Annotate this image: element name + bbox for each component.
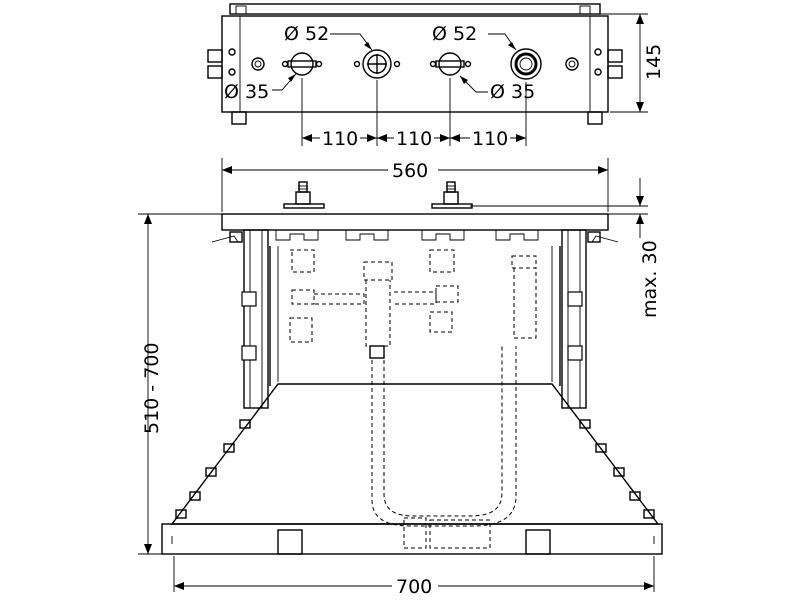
valve-35-right xyxy=(429,52,472,76)
base-rail xyxy=(161,523,663,555)
dia52-right-label: Ø 52 xyxy=(432,23,477,45)
dia35-right-label: Ø 35 xyxy=(490,81,535,103)
dia35-left-label: Ø 35 xyxy=(224,81,269,103)
hidden-plumbing xyxy=(289,249,537,549)
front-view: 560 max. 30 xyxy=(138,158,663,598)
plate-width-560-label: 560 xyxy=(392,160,428,182)
side-tab-right-2 xyxy=(607,65,623,79)
top-view: Ø 52 Ø 52 Ø 35 Ø 35 145 110 110 110 xyxy=(207,3,665,150)
tub-surround xyxy=(170,383,660,525)
front-plate xyxy=(221,213,609,231)
side-tab-right-1 xyxy=(607,49,623,63)
base-width-700-label: 700 xyxy=(396,576,432,598)
base-foot-right xyxy=(525,529,551,555)
dia52-left-label: Ø 52 xyxy=(284,23,329,45)
base-foot-left xyxy=(277,529,303,555)
height-range-label: 510 - 700 xyxy=(141,343,163,434)
screw xyxy=(594,48,602,56)
stem-right xyxy=(431,181,473,209)
side-tab-left-1 xyxy=(207,49,223,63)
valve-52-center xyxy=(353,49,401,79)
height-145-label: 145 xyxy=(643,44,665,80)
mount-hole-right xyxy=(565,57,579,71)
screw xyxy=(228,68,236,76)
mount-hole-left xyxy=(251,57,265,71)
spacing-110-1: 110 xyxy=(322,128,358,150)
max-30-label: max. 30 xyxy=(639,240,661,318)
top-rail xyxy=(229,3,601,15)
frame-right xyxy=(561,229,619,409)
spacing-110-3: 110 xyxy=(472,128,508,150)
side-tab-left-2 xyxy=(207,65,223,79)
foot-left xyxy=(231,111,247,125)
foot-right xyxy=(587,111,603,125)
top-plate xyxy=(221,15,609,113)
center-fitting xyxy=(369,345,385,359)
screw xyxy=(228,48,236,56)
rail-clip-right xyxy=(579,5,591,15)
rail-clip-left xyxy=(235,5,247,15)
spacing-110-2: 110 xyxy=(396,128,432,150)
frame-left xyxy=(211,229,269,409)
screw xyxy=(594,68,602,76)
stem-left xyxy=(283,181,325,209)
valve-35-left xyxy=(281,52,323,76)
valve-52-right xyxy=(510,48,542,80)
